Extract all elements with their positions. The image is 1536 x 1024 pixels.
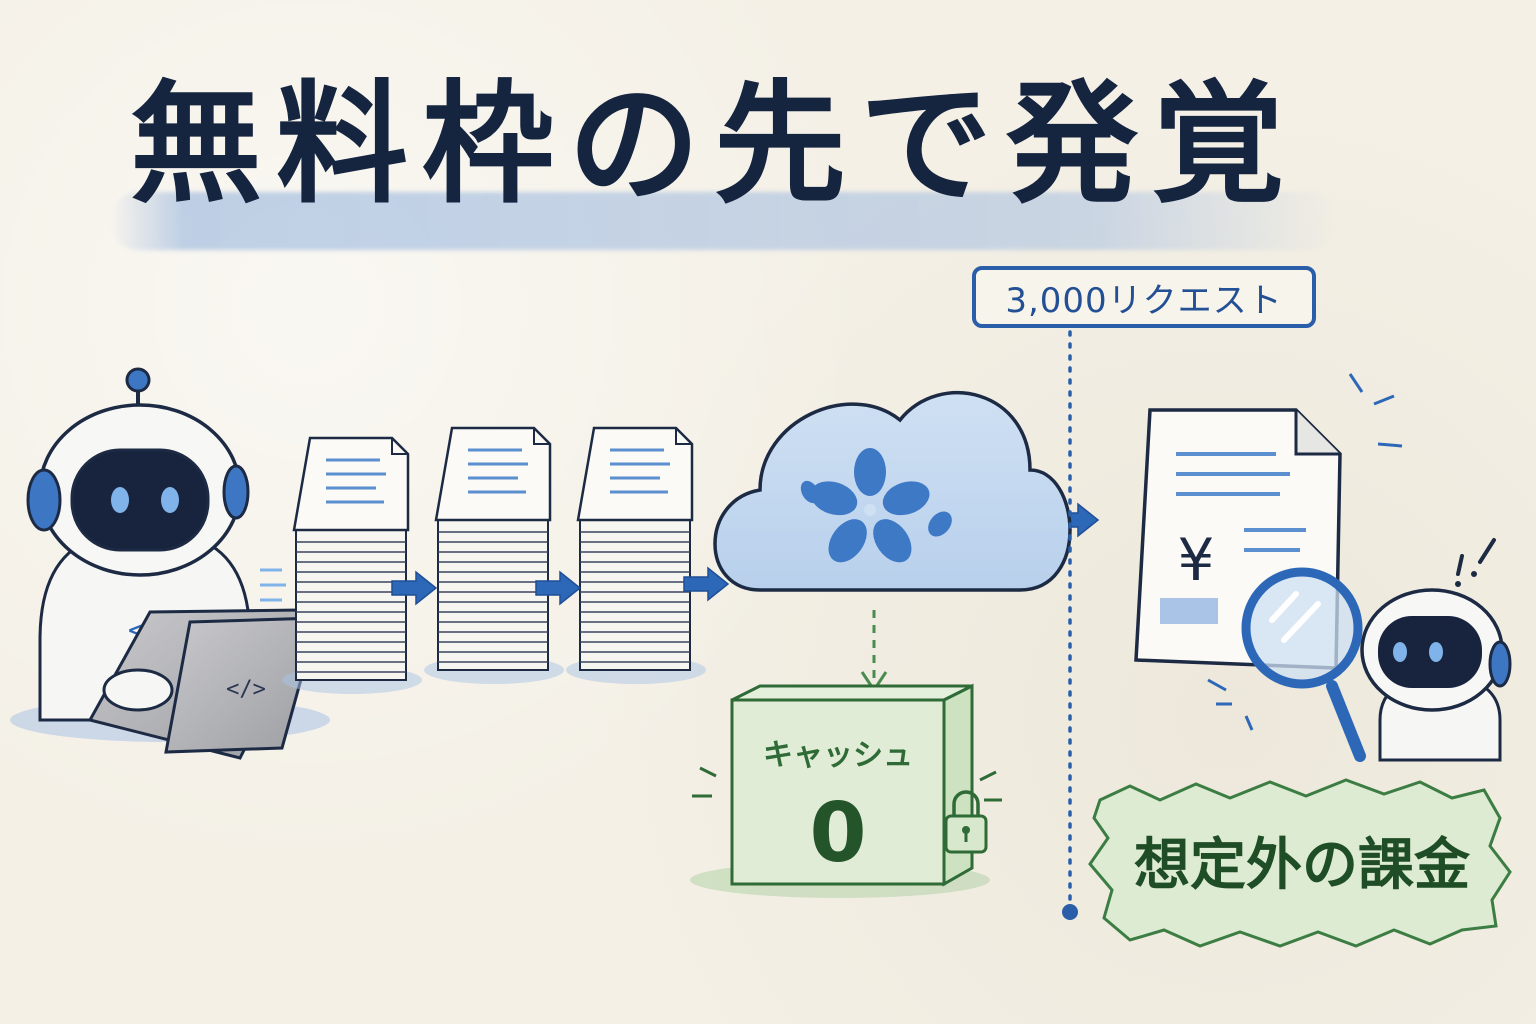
document-stack-1	[282, 436, 422, 694]
request-threshold-label: 3,000リクエスト	[972, 266, 1316, 328]
threshold-end-dot	[1062, 904, 1078, 920]
cache-value: 0	[809, 786, 867, 881]
title-underline-wash	[110, 192, 1340, 250]
laptop-code: </>	[226, 677, 266, 702]
cloud-icon	[713, 391, 1072, 592]
cache-box-icon	[690, 683, 1002, 898]
coding-robot: </> </>	[10, 367, 330, 760]
document-stack-3	[566, 426, 706, 684]
document-stack-2	[424, 426, 564, 684]
unexpected-charge-label: 想定外の課金	[1134, 833, 1470, 898]
lock-icon	[944, 790, 988, 854]
page-title: 無料枠の先で発覚	[130, 68, 1298, 222]
cache-label: キャッシュ	[763, 738, 913, 773]
inspector-robot	[1360, 538, 1512, 762]
invoice-yen-symbol: ¥	[1178, 526, 1215, 594]
result-burst	[1088, 778, 1512, 948]
magnifier-icon	[1207, 567, 1366, 762]
sakura-icon	[800, 448, 952, 563]
